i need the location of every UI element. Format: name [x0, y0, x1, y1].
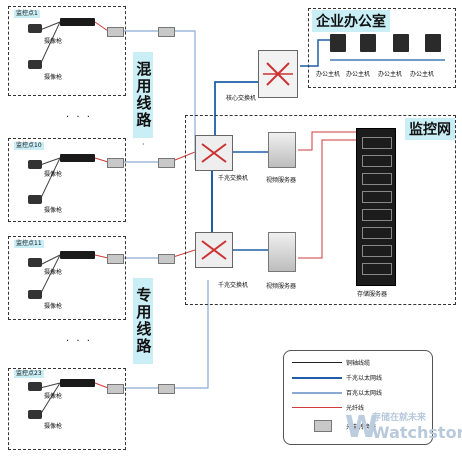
media-converter-icon	[107, 27, 124, 37]
camera-icon	[28, 24, 42, 33]
camera-icon	[28, 60, 42, 69]
legend-box	[283, 350, 433, 445]
legend-label: 百兆以太网线	[346, 390, 383, 397]
office-title: 企业办公室	[312, 10, 390, 32]
site-23-label: 监控点23	[14, 370, 44, 378]
media-converter-icon	[158, 27, 175, 37]
legend-label: 千兆以太网线	[346, 375, 383, 382]
site-1-links	[39, 21, 158, 66]
camera-label: 摄像枪	[44, 38, 63, 45]
camera-icon	[28, 382, 42, 391]
separator-dots: · · ·	[66, 112, 92, 123]
pc-icon	[393, 34, 409, 52]
site-23-box	[8, 368, 126, 450]
video-server-label: 视频服务器	[266, 177, 297, 184]
media-converter-icon	[107, 254, 124, 264]
camera-label: 摄像枪	[44, 423, 63, 430]
legend-swatch	[292, 377, 342, 379]
pc-label: 办公主机	[346, 71, 371, 78]
core-switch-label: 核心交换机	[226, 95, 257, 102]
storage-server-label: 存储服务器	[357, 291, 388, 298]
storage-array-icon	[356, 128, 396, 286]
core-switch-icon	[258, 50, 298, 98]
camera-label: 摄像枪	[44, 269, 63, 276]
site-10-box	[8, 138, 126, 222]
server-icon	[268, 232, 296, 272]
separator-dots: · · ·	[66, 336, 92, 347]
watermark-logo-w: W	[345, 410, 379, 445]
site-11-label: 监控点11	[14, 240, 44, 248]
site-11-box	[8, 236, 126, 320]
camera-icon	[28, 410, 42, 419]
dedicated-line-label: 专用线路	[133, 278, 153, 364]
office-box	[308, 8, 456, 88]
server-icon	[268, 132, 296, 168]
media-converter-icon	[158, 384, 175, 394]
camera-label: 摄像枪	[44, 74, 63, 81]
site-1-label: 监控点1	[14, 10, 40, 18]
dvr-icon	[60, 154, 95, 162]
gigabit-switch-icon	[195, 232, 233, 268]
dvr-icon	[60, 251, 95, 259]
monitor-net-title: 监控网	[405, 118, 455, 140]
media-converter-icon	[158, 254, 175, 264]
camera-label: 摄像枪	[44, 171, 63, 178]
pc-label: 办公主机	[316, 71, 341, 78]
pc-label: 办公主机	[410, 71, 435, 78]
dvr-icon	[60, 18, 95, 26]
camera-label: 摄像枪	[44, 303, 63, 310]
watermark-text-en: Watchstor	[372, 423, 462, 442]
pc-icon	[360, 34, 376, 52]
media-converter-icon	[107, 158, 124, 168]
media-converter-icon	[158, 158, 175, 168]
legend-label: 光电转换器	[346, 424, 377, 431]
media-converter-icon	[107, 384, 124, 394]
monitor-net-box	[185, 115, 456, 305]
legend-swatch	[292, 362, 342, 363]
mixed-line-label: 混用线路	[133, 52, 153, 138]
media-converter-icon	[314, 420, 332, 432]
dvr-icon	[60, 379, 95, 387]
legend-label: 光纤线	[346, 405, 365, 412]
legend-swatch	[292, 392, 342, 394]
gigabit-switch-label: 千兆交换机	[218, 175, 249, 182]
legend-swatch	[292, 407, 342, 408]
legend-label: 铜轴线缆	[346, 360, 371, 367]
site-10-label: 监控点10	[14, 142, 44, 150]
camera-icon	[28, 290, 42, 299]
gigabit-switch-icon	[195, 135, 233, 171]
pc-label: 办公主机	[378, 71, 403, 78]
watermark-text-cn: 存储在就未来	[372, 413, 427, 423]
camera-label: 摄像枪	[44, 207, 63, 214]
site-10-links	[39, 151, 196, 201]
site-1-box	[8, 6, 126, 96]
pc-icon	[330, 34, 346, 52]
site-23-links	[39, 382, 158, 416]
video-server-label: 视频服务器	[266, 283, 297, 290]
camera-label: 摄像枪	[44, 393, 63, 400]
camera-icon	[28, 258, 42, 267]
pc-icon	[425, 34, 441, 52]
separator-dots: ·	[142, 140, 145, 149]
camera-icon	[28, 160, 42, 169]
camera-icon	[28, 195, 42, 204]
gigabit-switch-label: 千兆交换机	[218, 282, 249, 289]
